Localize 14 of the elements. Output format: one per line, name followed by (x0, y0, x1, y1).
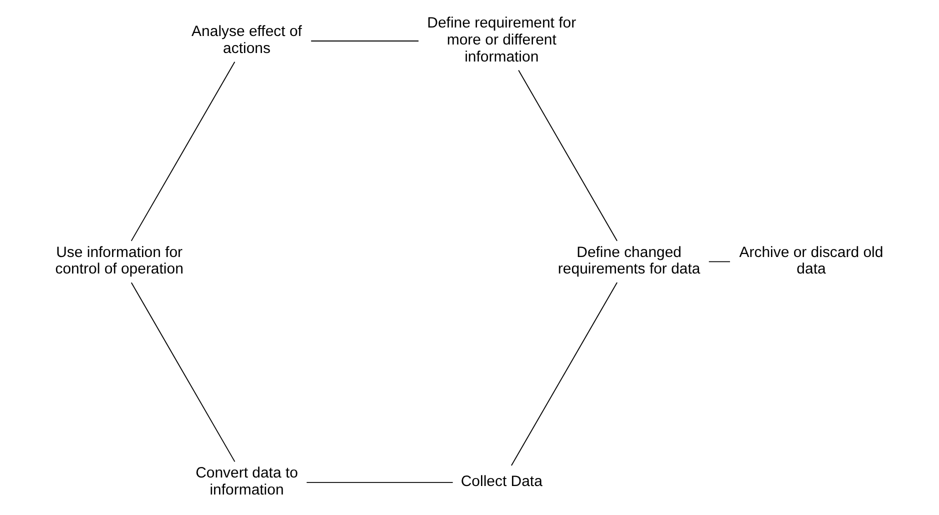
connector (518, 70, 618, 242)
connector (510, 282, 618, 466)
node-text: Define changed requirements for data (558, 244, 700, 278)
connector (130, 61, 236, 242)
node-text: Use information for control of operation (55, 244, 184, 278)
node-text: Archive or discard old data (739, 244, 884, 278)
node-text: Convert data to information (196, 464, 298, 498)
connector (306, 482, 454, 483)
node-text: Collect Data (460, 473, 542, 490)
connector (130, 282, 236, 462)
node-text: Analyse effect of actions (192, 23, 302, 57)
node-text: Define requirement for more or different information (427, 14, 576, 66)
connector (708, 261, 730, 262)
connector (310, 40, 419, 42)
